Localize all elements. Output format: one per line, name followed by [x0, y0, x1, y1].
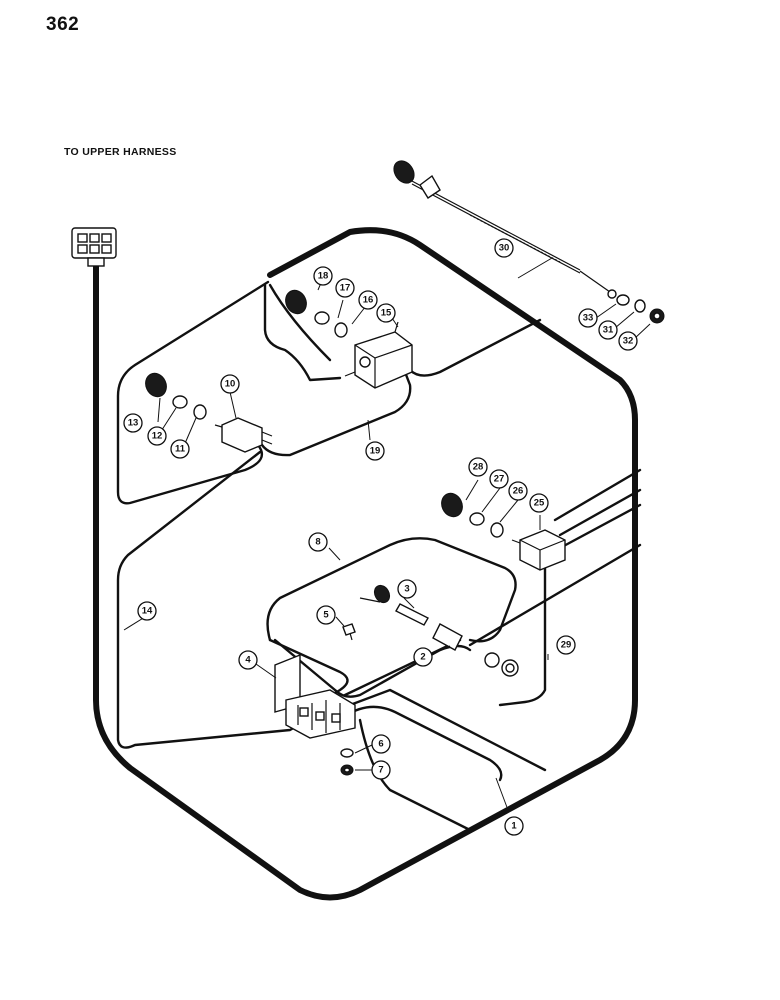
- svg-text:26: 26: [513, 486, 524, 497]
- knob-28-assembly: [441, 492, 504, 538]
- svg-text:5: 5: [323, 610, 329, 621]
- svg-text:27: 27: [494, 474, 505, 485]
- callout-25: 25: [529, 493, 549, 513]
- knob-13-assembly: [145, 372, 207, 420]
- callout-5: 5: [316, 605, 336, 625]
- callout-32: 32: [618, 331, 638, 351]
- choke-cable: [393, 160, 617, 299]
- svg-text:11: 11: [175, 444, 186, 455]
- switch-15: [344, 321, 413, 389]
- callout-33: 33: [578, 308, 598, 328]
- callout-15: 15: [376, 303, 396, 323]
- upper-harness-label: TO UPPER HARNESS: [64, 146, 177, 158]
- harness-to-fuse: [273, 638, 472, 698]
- callout-19: 19: [365, 441, 385, 461]
- branch-wire-to-switch-15: [263, 283, 342, 382]
- svg-text:25: 25: [534, 498, 545, 509]
- svg-text:1: 1: [511, 821, 517, 832]
- choke-nut-washers: [616, 294, 665, 324]
- svg-text:31: 31: [603, 325, 614, 336]
- callout-3: 3: [397, 579, 417, 599]
- knob-18-assembly: [285, 289, 348, 338]
- callout-11: 11: [170, 439, 190, 459]
- svg-text:14: 14: [142, 606, 153, 617]
- page-number: 362: [46, 14, 80, 35]
- callout-4: 4: [238, 650, 258, 670]
- callout-18: 18: [313, 266, 333, 286]
- callout-1: 1: [504, 816, 524, 836]
- rear-harness-wire-c: [553, 468, 642, 550]
- callout-31: 31: [598, 320, 618, 340]
- svg-text:4: 4: [245, 655, 251, 666]
- rear-harness-wire-a: [468, 543, 642, 647]
- callout-27: 27: [489, 469, 509, 489]
- svg-text:30: 30: [499, 243, 510, 254]
- svg-text:19: 19: [370, 446, 381, 457]
- branch-wire-to-rear: [408, 318, 542, 377]
- switch-25: [511, 529, 566, 571]
- nuts-6-7: [340, 748, 354, 776]
- callout-6: 6: [371, 734, 391, 754]
- callout-8: 8: [308, 532, 328, 552]
- svg-text:29: 29: [561, 640, 572, 651]
- lower-right-harness-wire: [343, 638, 547, 782]
- callout-13: 13: [123, 413, 143, 433]
- callout-17: 17: [335, 278, 355, 298]
- svg-text:7: 7: [378, 765, 383, 776]
- upper-left-harness-wire: [116, 280, 270, 505]
- fuse-holder: [359, 584, 519, 677]
- rear-harness-wire-b: [498, 546, 547, 707]
- screw-5: [342, 623, 356, 641]
- svg-text:8: 8: [315, 537, 320, 548]
- branch-wire-8: [266, 537, 517, 643]
- svg-text:6: 6: [378, 739, 383, 750]
- callout-28: 28: [468, 457, 488, 477]
- svg-text:18: 18: [318, 271, 329, 282]
- svg-text:2: 2: [420, 652, 425, 663]
- lower-harness-wire-14: [116, 450, 349, 749]
- svg-text:3: 3: [404, 584, 409, 595]
- svg-text:32: 32: [623, 336, 634, 347]
- svg-text:28: 28: [473, 462, 484, 473]
- svg-text:10: 10: [225, 379, 236, 390]
- upper-harness-connector: [71, 227, 117, 267]
- switch-10: [214, 417, 273, 453]
- callout-2: 2: [413, 647, 433, 667]
- branch-wire-top: [268, 283, 332, 362]
- callout-10: 10: [220, 374, 240, 394]
- svg-text:17: 17: [340, 283, 351, 294]
- callout-29: 29: [556, 635, 576, 655]
- svg-text:13: 13: [128, 418, 139, 429]
- callout-30: 30: [494, 238, 514, 258]
- callout-16: 16: [358, 290, 378, 310]
- callout-14: 14: [137, 601, 157, 621]
- svg-text:33: 33: [583, 313, 594, 324]
- main-harness-wire: [93, 227, 638, 901]
- callout-7: 7: [371, 760, 391, 780]
- callout-12: 12: [147, 426, 167, 446]
- terminal-block: [274, 653, 356, 739]
- callout-26: 26: [508, 481, 528, 501]
- branch-wire-19: [260, 370, 412, 457]
- svg-text:15: 15: [381, 308, 392, 319]
- svg-text:16: 16: [363, 295, 374, 306]
- svg-text:12: 12: [152, 431, 163, 442]
- leader-lines: [123, 257, 651, 811]
